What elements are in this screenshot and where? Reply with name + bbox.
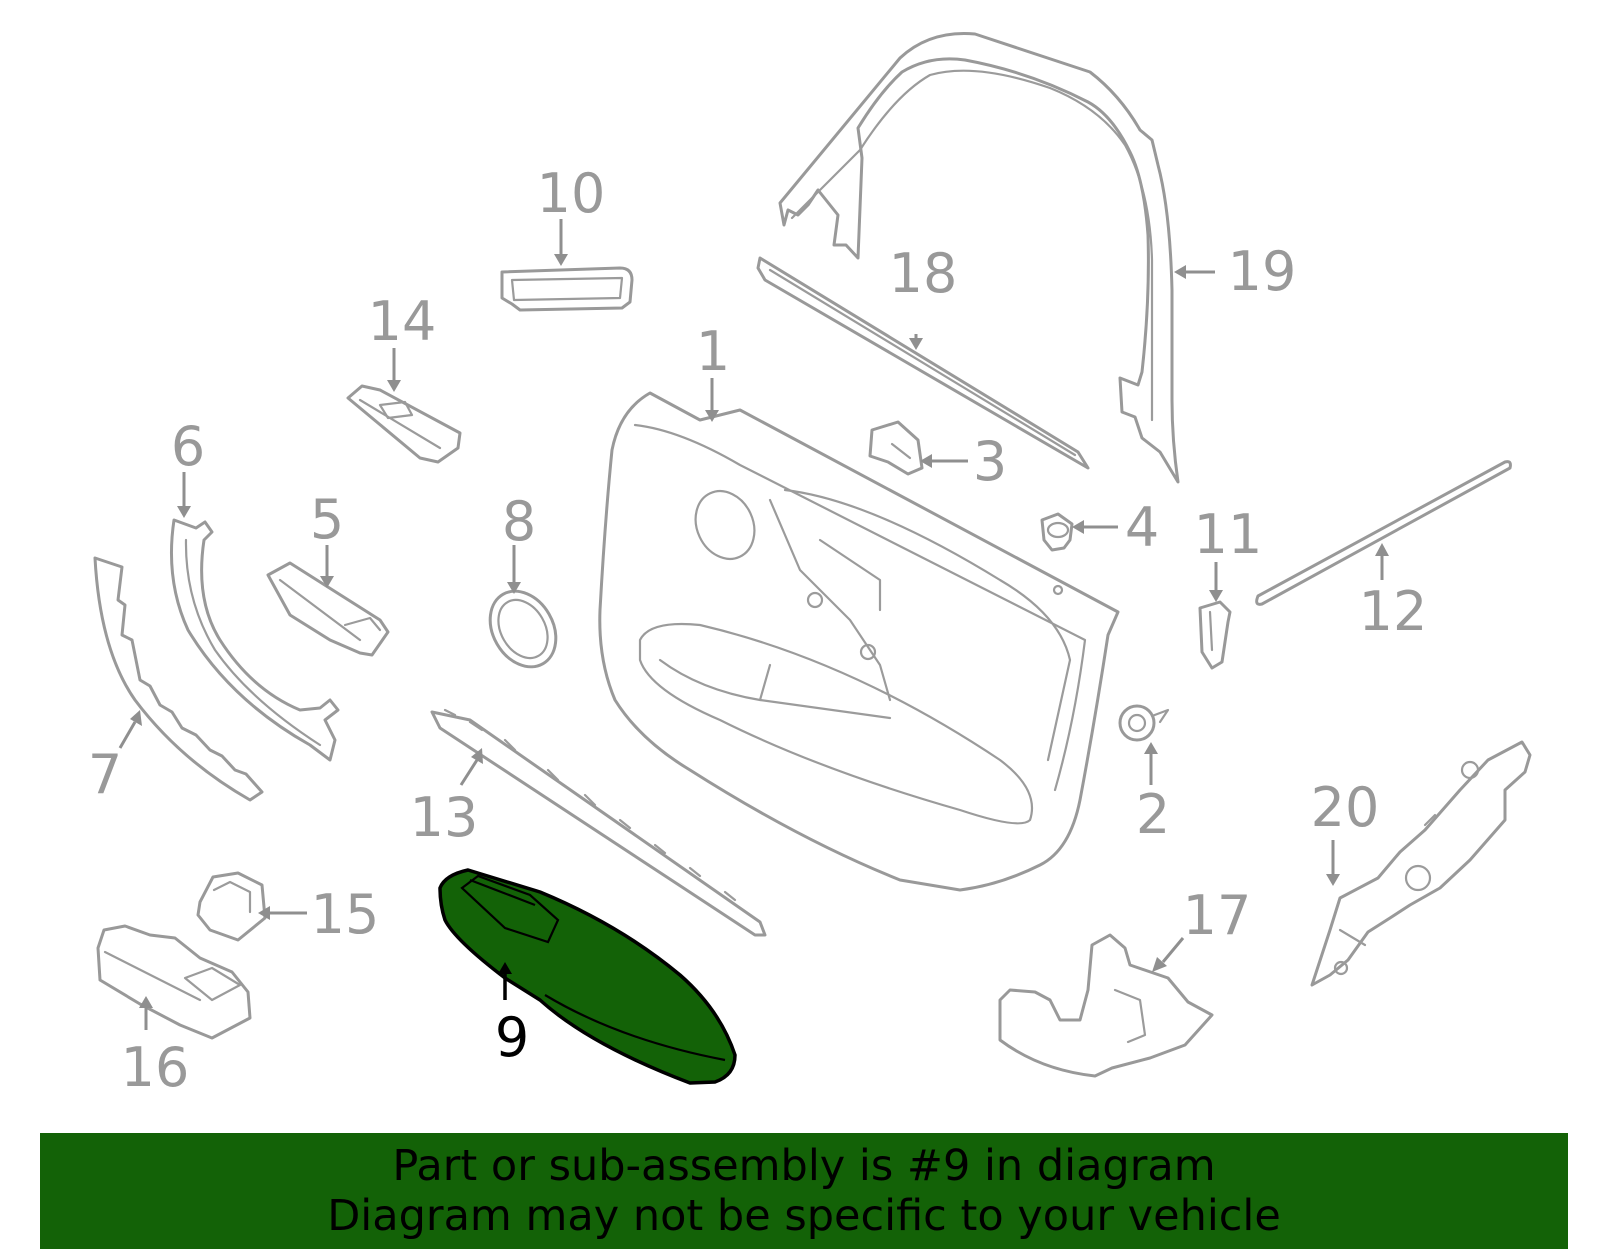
callout-12: 12 <box>1359 580 1428 643</box>
part-12-rod <box>1255 460 1512 606</box>
callout-4: 4 <box>1125 496 1159 559</box>
part-7-trim-strip <box>93 556 264 802</box>
callout-19: 19 <box>1228 240 1297 303</box>
callout-5: 5 <box>310 488 344 551</box>
callout-16: 16 <box>121 1036 190 1099</box>
part-20-bracket <box>1310 740 1532 987</box>
banner-line-1: Part or sub-assembly is #9 in diagram <box>392 1141 1216 1191</box>
part-15-switch <box>196 871 267 942</box>
part-17-bracket <box>998 933 1214 1078</box>
part-4-grommet <box>1040 512 1074 552</box>
callout-18: 18 <box>889 242 958 305</box>
callout-14: 14 <box>368 290 437 353</box>
part-11-retainer <box>1198 600 1232 670</box>
part-6-trim-strip <box>169 518 340 762</box>
part-14-switch-bezel <box>346 384 462 464</box>
part-19-window-frame <box>778 32 1180 484</box>
part-5-handle <box>266 561 390 657</box>
callout-9: 9 <box>495 1006 529 1069</box>
part-9-armrest <box>438 868 737 1085</box>
callout-6: 6 <box>171 415 205 478</box>
callout-7: 7 <box>88 743 122 806</box>
callout-numbers: 10 14 1 18 19 3 4 11 12 2 6 5 8 7 13 15 … <box>88 162 1428 1099</box>
part-16-switch-block <box>96 924 252 1040</box>
leader-lines <box>118 219 1389 1030</box>
callout-17: 17 <box>1183 884 1252 947</box>
callout-2: 2 <box>1136 783 1170 846</box>
banner-line-2: Diagram may not be specific to your vehi… <box>327 1191 1281 1241</box>
callout-1: 1 <box>696 320 730 383</box>
part-13-trim-strip <box>430 708 767 937</box>
part-10-switch-cover <box>500 266 634 312</box>
callout-20: 20 <box>1311 776 1380 839</box>
callout-3: 3 <box>973 430 1007 493</box>
callout-13: 13 <box>410 786 479 849</box>
callout-15: 15 <box>311 883 380 946</box>
part-8-speaker-ring <box>488 589 558 669</box>
part-2-clip <box>1118 704 1170 742</box>
part-3-clip <box>868 420 924 476</box>
callout-10: 10 <box>537 162 606 225</box>
part-18-belt-weatherstrip <box>756 256 1090 470</box>
info-banner: Part or sub-assembly is #9 in diagram Di… <box>40 1133 1568 1249</box>
callout-11: 11 <box>1194 503 1263 566</box>
callout-8: 8 <box>502 490 536 553</box>
part-1-door-panel <box>598 391 1120 892</box>
